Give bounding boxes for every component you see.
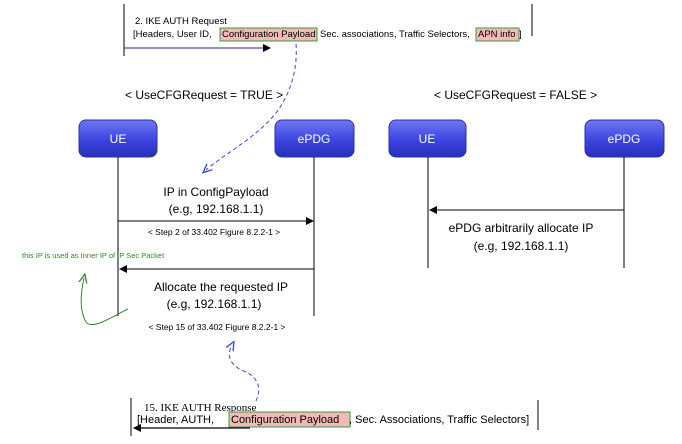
left-epdg-label: ePDG: [298, 132, 331, 146]
left-ue-node: UE: [78, 119, 158, 158]
response-rest-text: , Sec. Associations, Traffic Selectors]: [349, 414, 529, 426]
inner-ip-note-arrow: [81, 278, 129, 326]
response-title: 15. IKE AUTH Response: [144, 402, 257, 414]
left-step2-label: < Step 2 of 33.402 Figure 8.2.2-1 >: [148, 227, 280, 237]
ike-auth-response-message: 15. IKE AUTH Response [Header, AUTH, Con…: [130, 398, 539, 436]
left-epdg-node: ePDG: [274, 119, 355, 158]
request-apn-info: APN info: [478, 29, 516, 40]
left-msg2-line2: (e.g, 192.168.1.1): [167, 297, 262, 311]
right-msg-line1: ePDG arbitrarily allocate IP: [449, 221, 594, 235]
right-epdg-label: ePDG: [608, 132, 641, 146]
right-msg-line2: (e.g, 192.168.1.1): [474, 239, 569, 253]
left-scenario: < UseCFGRequest = TRUE > UE ePDG IP in C…: [22, 88, 355, 332]
right-ue-node: UE: [388, 119, 467, 158]
config-payload-highlight: [219, 27, 318, 42]
right-epdg-node: ePDG: [584, 119, 665, 158]
left-scenario-heading: < UseCFGRequest = TRUE >: [125, 88, 283, 102]
left-msg1-line1: IP in ConfigPayload: [163, 185, 268, 199]
response-link-arrow: [229, 345, 260, 402]
ike-auth-request-message: 2. IKE AUTH Request [Headers, User ID, C…: [123, 4, 533, 56]
apn-info-highlight: [475, 27, 520, 42]
right-ue-label: UE: [419, 132, 436, 146]
request-open-bracket: [Headers, User ID,: [133, 29, 212, 40]
left-step15-label: < Step 15 of 33.402 Figure 8.2.2-1 >: [148, 322, 285, 332]
left-msg2-line1: Allocate the requested IP: [154, 280, 288, 294]
left-ue-label: UE: [110, 132, 127, 146]
response-config-payload: Configuration Payload: [231, 414, 339, 426]
request-close-bracket: ]: [519, 29, 522, 40]
inner-ip-note: this IP is used as Inner IP of IP Sec Pa…: [22, 251, 165, 260]
config-payload-link-arrow: [206, 43, 297, 170]
request-middle-text: Sec. associations, Traffic Selectors,: [320, 29, 470, 40]
right-scenario: < UseCFGRequest = FALSE > UE ePDG ePDG a…: [388, 88, 665, 268]
left-msg1-line2: (e.g, 192.168.1.1): [169, 202, 264, 216]
request-config-payload: Configuration Payload: [222, 29, 315, 40]
response-config-payload-highlight: [228, 411, 351, 428]
right-scenario-heading: < UseCFGRequest = FALSE >: [434, 88, 597, 102]
response-open-bracket: [Header, AUTH,: [137, 414, 214, 426]
request-title: 2. IKE AUTH Request: [135, 16, 227, 27]
